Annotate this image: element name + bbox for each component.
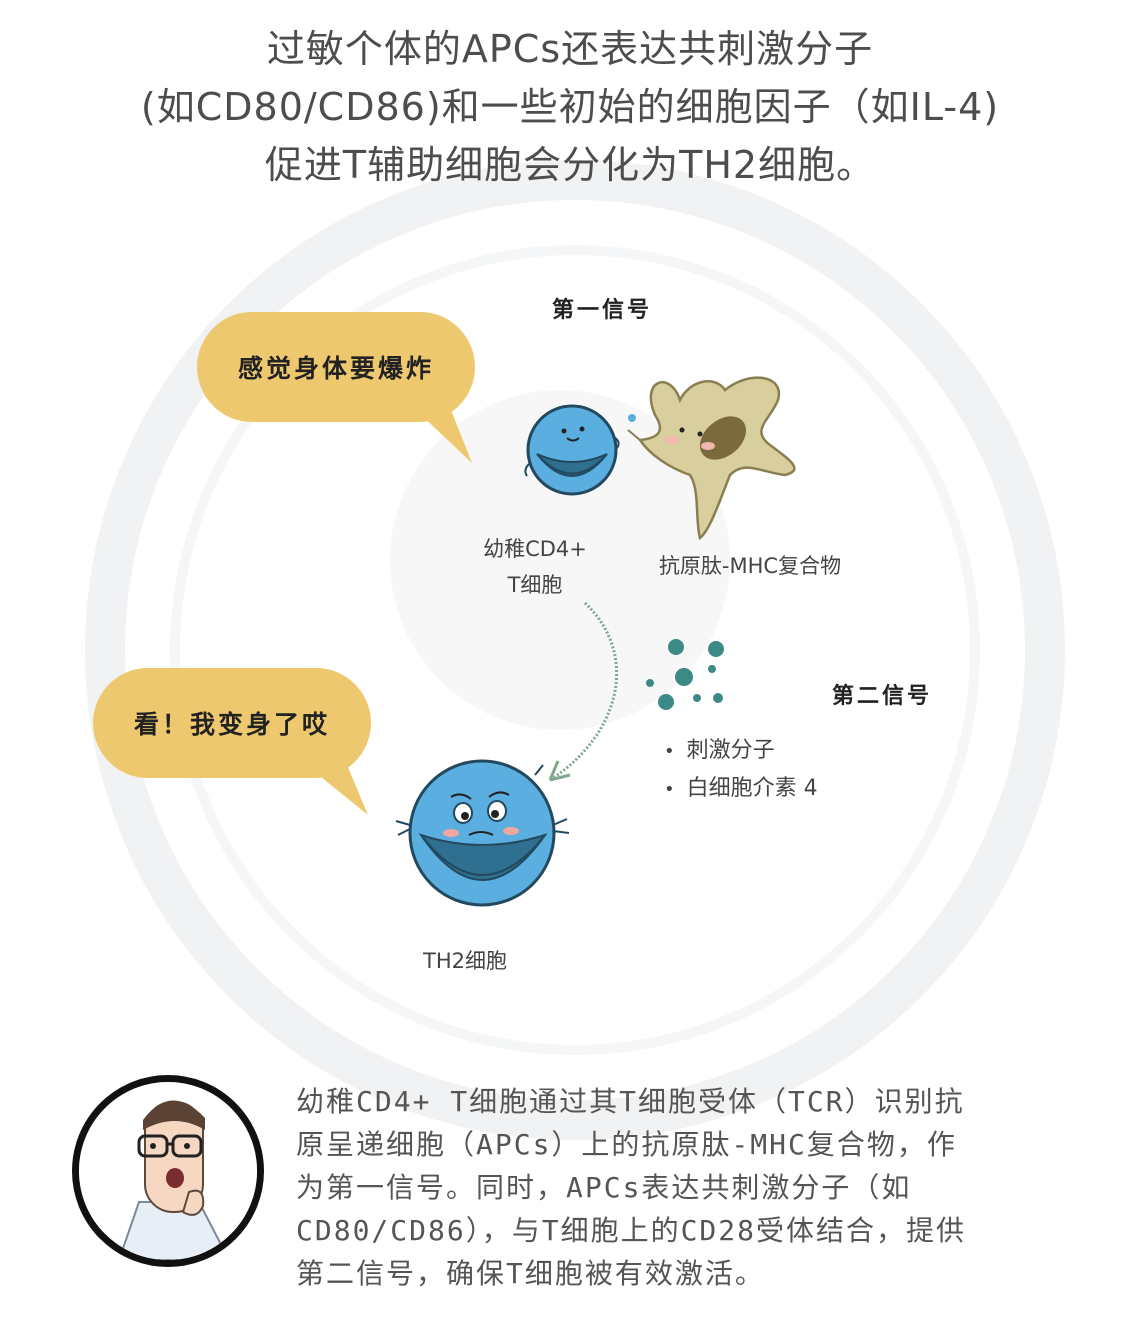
doctor-avatar: [72, 1075, 264, 1267]
bullet-marker: •: [664, 779, 675, 800]
th2-cell-illustration: [395, 759, 570, 907]
note-line-4: CD80/CD86），与T细胞上的CD28受体结合，提供: [296, 1214, 967, 1247]
title-line-2: (如CD80/CD86)和一些初始的细胞因子（如IL-4): [140, 85, 1000, 129]
mhc-complex-label: 抗原肽-MHC复合物: [658, 554, 842, 578]
note-line-2: 原呈递细胞（APCs）上的抗原肽-MHC复合物，作: [296, 1128, 957, 1161]
naive-t-cell-illustration: [524, 404, 620, 496]
second-signal-label: 第二信号: [832, 684, 933, 709]
speech-bubble-bottom-text: 看！我变身了哎: [133, 710, 330, 739]
speech-bubble-top: 感觉身体要爆炸: [197, 312, 475, 422]
bullet-text: 刺激分子: [686, 738, 775, 763]
first-signal-label: 第一信号: [552, 298, 653, 323]
bullet-item-1: • 刺激分子: [664, 732, 775, 764]
note-line-1: 幼稚CD4+ T细胞通过其T细胞受体（TCR）识别抗: [296, 1085, 965, 1118]
th2-cell-label: TH2细胞: [423, 949, 507, 973]
title-line-3: 促进T辅助细胞会分化为TH2细胞。: [264, 143, 876, 187]
bullet-text: 白细胞介素 4: [686, 776, 818, 801]
title-line-1: 过敏个体的APCs还表达共刺激分子: [266, 27, 874, 71]
speech-bubble-top-text: 感觉身体要爆炸: [237, 354, 434, 383]
note-line-3: 为第一信号。同时，APCs表达共刺激分子（如: [296, 1171, 912, 1204]
bullet-marker: •: [664, 741, 675, 762]
bullet-item-2: • 白细胞介素 4: [664, 770, 818, 802]
cytokine-dots: [646, 639, 724, 710]
differentiation-arrow: [548, 601, 619, 782]
doctor-icon: [79, 1082, 257, 1260]
speech-bubble-bottom: 看！我变身了哎: [93, 668, 371, 778]
note-line-5: 第二信号，确保T细胞被有效激活。: [296, 1257, 765, 1290]
apc-dendritic-cell-illustration: [627, 376, 796, 540]
naive-t-cell-label-line2: T细胞: [507, 573, 563, 597]
naive-t-cell-label-line1: 幼稚CD4+: [483, 537, 587, 561]
